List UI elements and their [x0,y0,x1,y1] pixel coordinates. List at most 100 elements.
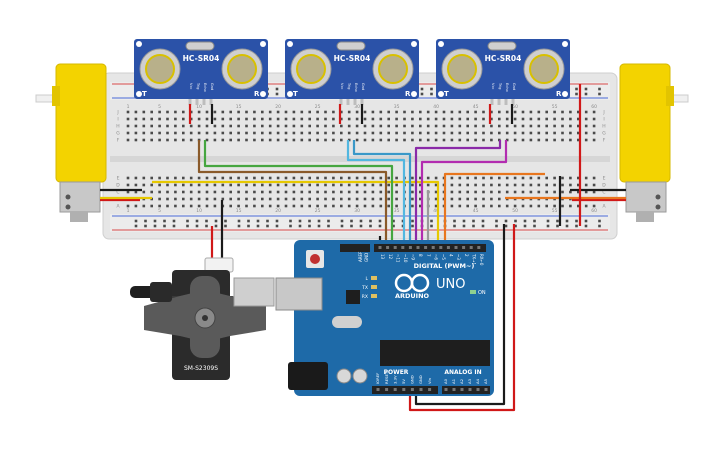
sensor-model: HC-SR04 [485,54,522,63]
bb-hole [545,131,548,135]
bb-hole [545,176,548,180]
bb-rail-hole [369,224,372,228]
bb-hole [411,183,414,187]
bb-row-letter: J [602,110,604,116]
bb-rail-hole [275,92,279,96]
bb-hole [308,183,311,187]
digital-pin-label: RX←0 [479,254,484,266]
bb-hole [450,204,454,208]
wire-brown [197,140,388,246]
bb-hole [332,197,335,201]
bb-hole [182,190,185,194]
digital-pin [446,246,450,249]
bb-rail-hole [556,224,559,228]
bb-rail-hole [598,92,601,96]
bb-hole [553,110,556,114]
bb-hole [166,176,169,180]
bb-hole [197,117,201,121]
bb-rail-hole [598,224,601,228]
bb-hole [324,190,327,194]
bb-hole [158,197,161,201]
analog-pin [468,388,472,391]
bb-hole [197,190,201,194]
bb-row-letter: H [602,124,605,130]
bb-hole [592,183,596,187]
sensor-model: HC-SR04 [183,54,220,63]
bb-hole [284,190,288,194]
bb-column-number: 60 [591,208,597,214]
bb-hole [577,124,580,128]
bb-hole [292,138,296,142]
analog-pin [484,388,488,391]
digital-pin-label: ~3 [456,254,461,260]
analog-pin-label: A4 [475,378,480,384]
bb-hole [126,131,130,135]
digital-label: DIGITAL (PWM~) [414,262,475,270]
bb-hole [308,131,311,135]
bb-hole [189,190,193,194]
bb-hole [545,124,548,128]
bb-hole [403,117,406,121]
bb-hole [324,204,327,208]
bb-row-letter: F [603,138,606,144]
digital-pin-label: 7 [426,254,431,257]
bb-hole [466,110,469,114]
bb-rail-hole [584,87,588,91]
bb-hole [411,190,414,194]
bb-hole [284,183,288,187]
power-pin-label: RESET [384,371,389,384]
bb-hole [268,197,272,201]
bb-hole [513,176,517,180]
sensor-pin [490,99,494,105]
bb-rail-hole [514,219,517,223]
sensor-crystal [487,41,517,51]
bb-hole [498,183,501,187]
bb-hole [474,110,477,114]
bb-hole [182,183,185,187]
bb-hole [490,131,493,135]
bb-hole [166,138,169,142]
bb-hole [134,204,138,208]
bb-hole [134,131,138,135]
bb-hole [268,131,272,135]
sensor-pin [346,99,350,105]
bb-rail-hole [247,224,250,228]
bb-hole [261,131,264,135]
bb-column-number: 10 [196,208,202,214]
bb-hole [387,124,390,128]
bb-rail-hole [308,224,311,228]
bb-rail-hole [565,219,569,223]
bb-hole [458,176,462,180]
bb-hole [174,197,177,201]
transducer-ring [447,54,477,84]
bb-hole [450,110,454,114]
digital-pin [424,246,428,249]
bb-hole [308,124,311,128]
bb-hole [411,138,414,142]
bb-hole [355,131,359,135]
bb-hole [466,131,469,135]
bb-hole [308,190,311,194]
bb-hole [213,110,217,114]
transducer-ring [145,54,175,84]
bb-hole [150,131,153,135]
bb-rail-hole [430,224,433,228]
mount-hole [136,91,142,97]
bb-hole [545,138,548,142]
bb-hole [450,176,454,180]
bb-hole [458,190,462,194]
bb-hole [166,124,169,128]
bb-rail-hole [134,219,138,223]
bb-hole [537,117,541,121]
bb-column-number: 55 [552,208,558,214]
bb-column-number: 40 [433,208,439,214]
sensor-pin-label: Gnd [361,83,365,90]
bb-hole [347,117,351,121]
bb-hole [458,204,462,208]
bb-rail-hole [237,219,241,223]
bb-hole [498,190,501,194]
bb-hole [229,124,232,128]
bb-hole [300,110,304,114]
